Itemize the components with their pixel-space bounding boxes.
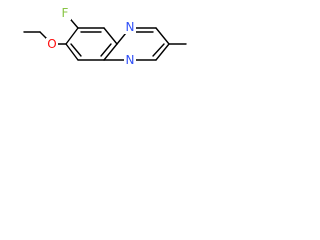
- bond-c8a-c4a: [103, 43, 118, 61]
- bond-c6-c7: [65, 27, 79, 45]
- bond-c7-c8: [65, 43, 79, 61]
- bond-c7-c8-double: [70, 43, 82, 57]
- nitrogen-top-label-bg: [124, 21, 136, 34]
- nitrogen-bottom-atom-label: N: [126, 53, 135, 67]
- fluorine-atom-label: F: [62, 6, 69, 20]
- bond-c2-n1-double: [152, 43, 165, 57]
- bond-c8a-c4a-double: [100, 43, 112, 57]
- nitrogen-top-atom-label: N: [126, 20, 135, 34]
- bond-c2-n1: [155, 43, 170, 61]
- nitrogen-bottom-label-bg: [124, 54, 136, 67]
- bond-c4a-c5: [103, 27, 118, 45]
- fluorine-label-bg: [60, 7, 71, 20]
- bond-c3-c2: [155, 27, 170, 45]
- quinoxaline-structure: F O N N: [23, 6, 187, 67]
- oxygen-label-bg: [46, 38, 58, 51]
- oxygen-atom-label: O: [47, 37, 56, 51]
